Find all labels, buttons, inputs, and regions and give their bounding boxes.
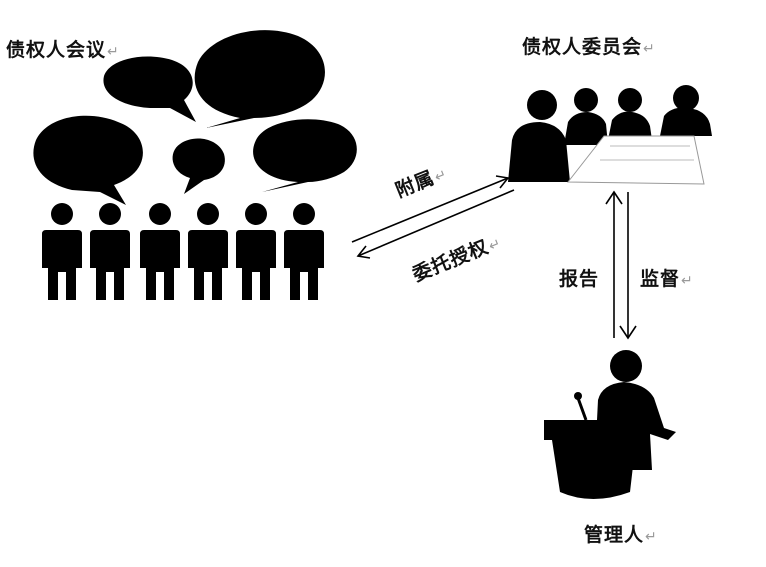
people-group [42, 203, 324, 300]
person-icon [90, 203, 130, 300]
speech-bubbles [33, 30, 357, 205]
administrator-label: 管理人↵ [584, 524, 658, 546]
speech-bubble-left [33, 115, 143, 205]
person-icon [140, 203, 180, 300]
speech-bubble-right [253, 119, 357, 192]
podium [544, 420, 648, 499]
person-icon [188, 203, 228, 300]
report-supervise-arrows [605, 190, 637, 340]
affiliation-arrows [351, 175, 515, 259]
person-icon [284, 203, 324, 300]
speech-bubble-center-small [172, 138, 225, 194]
creditors-meeting-label: 债权人会议↵ [6, 39, 120, 61]
speech-bubble-top-small [103, 56, 196, 122]
supervise-label: 监督↵ [640, 268, 694, 290]
creditors-committee-label: 债权人委员会↵ [522, 36, 656, 58]
report-label: 报告 [559, 268, 600, 290]
person-icon [236, 203, 276, 300]
committee-meeting-icon [508, 85, 712, 185]
person-icon [42, 203, 82, 300]
arrow-delegation [357, 189, 515, 257]
administrator-icon [544, 350, 676, 499]
arrow-affiliated [351, 177, 509, 243]
speech-bubble-top-large [194, 30, 325, 128]
